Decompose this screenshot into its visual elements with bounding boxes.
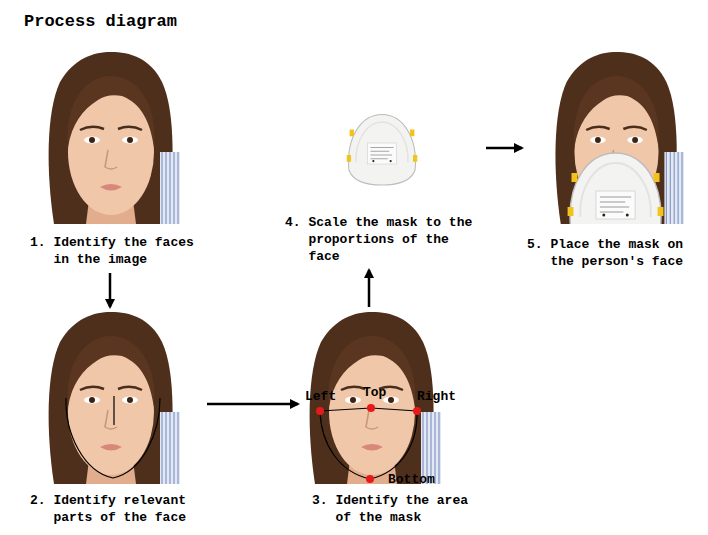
face-photo-outlined	[42, 312, 180, 484]
point-label: Left	[305, 389, 336, 404]
process-step: 1. Identify the faces in the image	[30, 52, 202, 268]
step-caption-block: 1. Identify the faces in the image	[30, 234, 202, 268]
mask-points	[316, 404, 421, 483]
flow-arrow	[207, 403, 298, 406]
process-step: 2. Identify relevant parts of the face	[30, 312, 202, 526]
face-photo	[42, 52, 180, 224]
flow-arrow	[109, 273, 112, 307]
process-step: 5. Place the mask on the person's face	[527, 52, 699, 270]
process-step: 4. Scale the mask to the proportions of …	[285, 108, 481, 265]
process-step: 3. Identify the area of the mask	[303, 312, 484, 526]
point-label: Bottom	[388, 472, 435, 487]
step-caption: 4. Scale the mask to the proportions of …	[308, 214, 480, 265]
diagram-title: Process diagram	[24, 11, 177, 32]
mask-photo	[347, 115, 418, 186]
face-photo-masked	[549, 52, 684, 247]
point-label: Top	[363, 385, 386, 400]
step-caption-block: 3. Identify the area of the mask	[312, 492, 484, 526]
step-caption: 2. Identify relevant parts of the face	[53, 492, 201, 526]
step-caption: 3. Identify the area of the mask	[335, 492, 483, 526]
step-caption-block: 2. Identify relevant parts of the face	[30, 492, 202, 526]
step-caption: 5. Place the mask on the person's face	[550, 236, 698, 270]
step-caption-block: 4. Scale the mask to the proportions of …	[285, 214, 480, 265]
step-caption: 1. Identify the faces in the image	[53, 234, 201, 268]
step-caption-block: 5. Place the mask on the person's face	[527, 236, 699, 270]
flow-arrow	[486, 147, 522, 150]
point-label: Right	[417, 389, 456, 404]
flow-arrow	[368, 270, 371, 307]
